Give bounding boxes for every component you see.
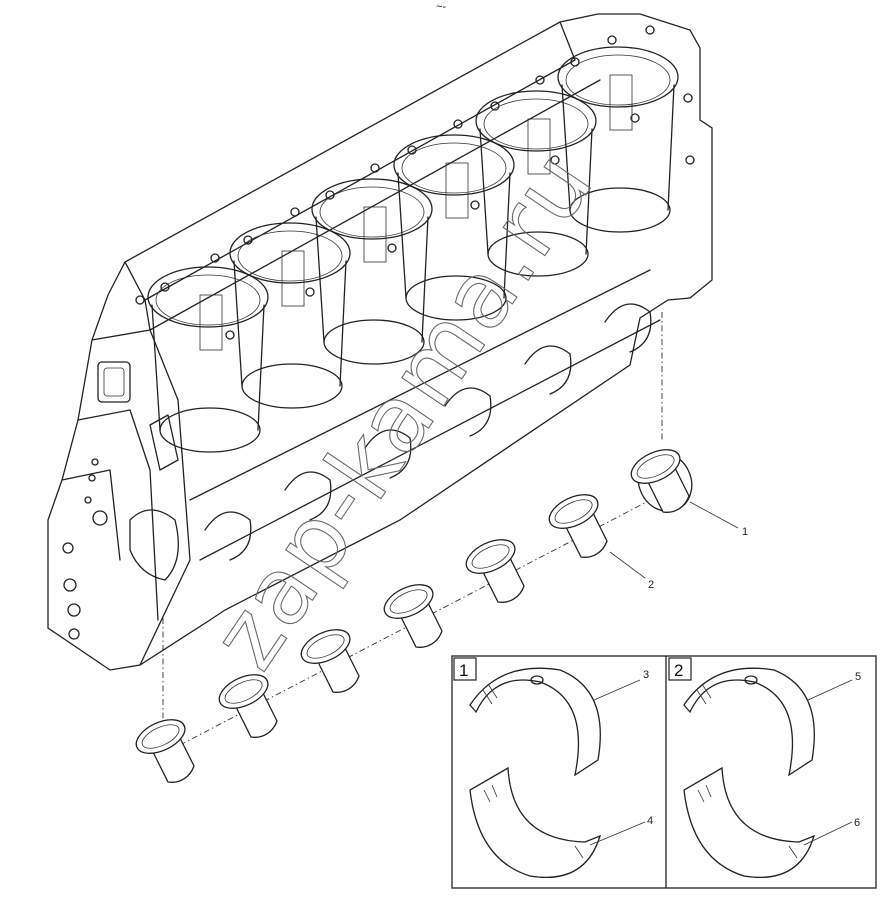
bearing-shell	[300, 629, 360, 693]
leader-6	[803, 821, 853, 846]
callout-4: 4	[647, 815, 653, 827]
inset-label-1: 1	[459, 661, 468, 680]
bearing-shell	[135, 719, 195, 783]
bearing-shell	[383, 584, 443, 648]
lower-bearing-half	[469, 766, 602, 878]
leader-1	[689, 501, 739, 529]
cylinder-block	[47, 13, 713, 671]
bearing-shell	[548, 494, 608, 558]
callout-6: 6	[854, 817, 860, 829]
leader-3	[593, 679, 641, 701]
top-mark: ~-	[436, 1, 446, 13]
upper-bearing-half	[683, 667, 815, 777]
leader-2	[609, 551, 646, 579]
upper-bearing-half	[469, 667, 601, 777]
callout-1: 1	[742, 526, 748, 538]
bearing-shell	[218, 674, 278, 738]
leader-4	[589, 821, 646, 846]
leader-5	[807, 679, 853, 701]
bearing-shell	[630, 449, 693, 513]
deck-bolt-holes	[135, 25, 695, 340]
inset-panel: 1 3 4 2 5 6	[451, 655, 877, 889]
callout-2: 2	[648, 579, 654, 591]
main-bearing-saddles	[204, 303, 652, 561]
callout-3: 3	[643, 669, 649, 681]
lower-bearing-half	[683, 766, 816, 878]
bearing-shells	[135, 449, 693, 783]
cylinder-bores	[147, 46, 679, 453]
callout-5: 5	[855, 671, 861, 683]
inset-label-2: 2	[674, 661, 683, 680]
bearing-shell	[465, 539, 525, 603]
